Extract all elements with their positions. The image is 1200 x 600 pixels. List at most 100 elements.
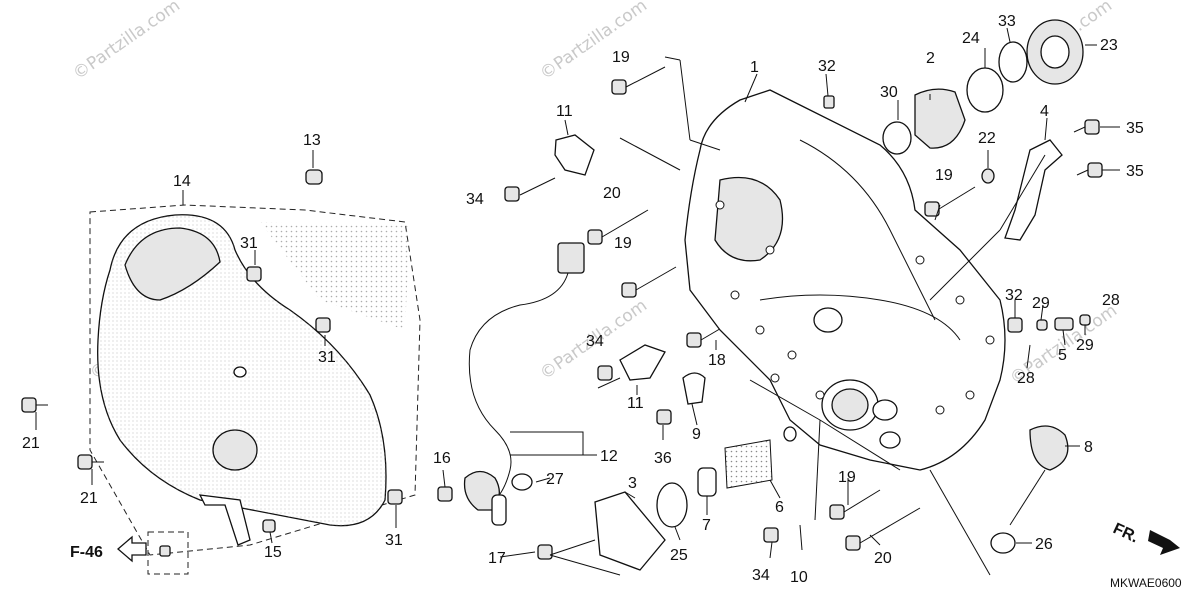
leader-lines-left	[35, 150, 397, 544]
case-port	[872, 399, 898, 421]
oil-filter-6	[724, 439, 773, 489]
callout-2: 2	[926, 50, 935, 67]
callout-4: 4	[1040, 103, 1049, 120]
callout-26: 26	[1035, 536, 1053, 553]
callout-1: 1	[750, 59, 759, 76]
collar-31	[246, 266, 262, 282]
callout-12: 12	[600, 448, 618, 465]
oil-filler	[813, 307, 843, 333]
callout-24: 24	[962, 30, 980, 47]
bolt-35	[1087, 162, 1103, 178]
callout-7: 7	[702, 517, 711, 534]
callout-8: 8	[1084, 439, 1093, 456]
bracket-4	[1004, 139, 1063, 241]
callout-29: 29	[1032, 295, 1050, 312]
callout-20: 20	[603, 185, 621, 202]
connector	[557, 242, 585, 274]
bolt-36	[656, 409, 672, 425]
callout-34: 34	[752, 567, 770, 584]
callout-19: 19	[614, 235, 632, 252]
bolt-16	[437, 486, 453, 502]
o-ring-24	[966, 67, 1004, 113]
bolt-19	[829, 504, 845, 520]
right-crankcase-cover	[684, 89, 1006, 471]
bracket-11	[554, 134, 595, 176]
brackets-11	[504, 134, 779, 543]
callout-32: 32	[1005, 287, 1023, 304]
sensor-tip	[491, 494, 507, 526]
callout-11: 11	[556, 103, 573, 120]
spring-7	[697, 467, 717, 497]
callout-30: 30	[880, 84, 898, 101]
bolt-18	[686, 332, 702, 348]
watermark: ©Partzilla.com	[69, 0, 184, 84]
callout-35: 35	[1126, 120, 1144, 137]
cover-shading	[260, 222, 410, 330]
callout-9: 9	[692, 426, 701, 443]
cover-hole	[233, 366, 247, 378]
washer-22	[981, 168, 995, 184]
washer-29	[1036, 319, 1048, 331]
callout-18: 18	[708, 352, 726, 369]
left-small-parts	[21, 169, 403, 575]
callouts: 1 2 3 4 5 6 7 8 9 10 11 11 12 13 14 15 1…	[22, 13, 1144, 586]
box-bolt	[159, 545, 171, 557]
callout-32: 32	[818, 58, 836, 75]
callout-22: 22	[978, 130, 996, 147]
case-ridge	[759, 294, 961, 341]
cover-boss	[212, 429, 258, 471]
callout-21: 21	[80, 490, 98, 507]
watermark: ©Partzilla.com	[536, 0, 651, 84]
callout-33: 33	[998, 13, 1016, 30]
pin-5	[1054, 317, 1074, 331]
top-right-parts	[882, 19, 1103, 333]
callout-28: 28	[1017, 370, 1035, 387]
callout-10: 10	[790, 569, 808, 586]
callout-5: 5	[1058, 347, 1067, 364]
dipstick-assembly	[990, 425, 1069, 554]
bolt-box	[147, 531, 189, 575]
sensor-cable	[468, 272, 569, 501]
callout-29: 29	[1076, 337, 1094, 354]
bolt-21	[21, 397, 48, 413]
collar-31	[315, 317, 331, 333]
callout-14: 14	[173, 173, 191, 190]
case-port	[879, 431, 901, 449]
callout-31: 31	[318, 349, 336, 366]
bolt-20	[845, 535, 861, 551]
o-ring-27	[511, 473, 533, 491]
callout-21: 21	[22, 435, 40, 452]
bolt-20	[587, 229, 603, 245]
cover-3	[594, 491, 666, 571]
callout-3: 3	[628, 475, 637, 492]
o-ring-25	[656, 482, 688, 528]
outer-cover-part	[89, 204, 421, 556]
callout-16: 16	[433, 450, 451, 467]
cap-nut-13	[305, 169, 323, 185]
cover-bracket-tab	[198, 494, 251, 546]
callout-13: 13	[303, 132, 321, 149]
dipstick-cap	[1029, 425, 1069, 471]
washer-29	[1079, 314, 1091, 326]
arrow-icon	[1148, 530, 1180, 555]
bolt-34	[597, 365, 613, 381]
case-boss	[714, 176, 784, 262]
bolt-21	[77, 454, 104, 470]
callout-19: 19	[838, 469, 856, 486]
oil-filter-parts	[537, 372, 797, 571]
bolt-19	[611, 79, 627, 95]
left-arrow-icon	[117, 535, 147, 563]
cover-bracket	[89, 204, 421, 556]
callout-36: 36	[654, 450, 672, 467]
bolt-34	[504, 186, 520, 202]
ref-label: F-46	[70, 544, 103, 561]
bearing-holder-2	[914, 88, 966, 149]
bolt-19	[621, 282, 637, 298]
sensor-assembly	[437, 242, 585, 526]
callout-34: 34	[466, 191, 484, 208]
callout-31: 31	[240, 235, 258, 252]
callout-6: 6	[775, 499, 784, 516]
callout-17: 17	[488, 550, 506, 567]
bracket-9	[682, 372, 706, 405]
